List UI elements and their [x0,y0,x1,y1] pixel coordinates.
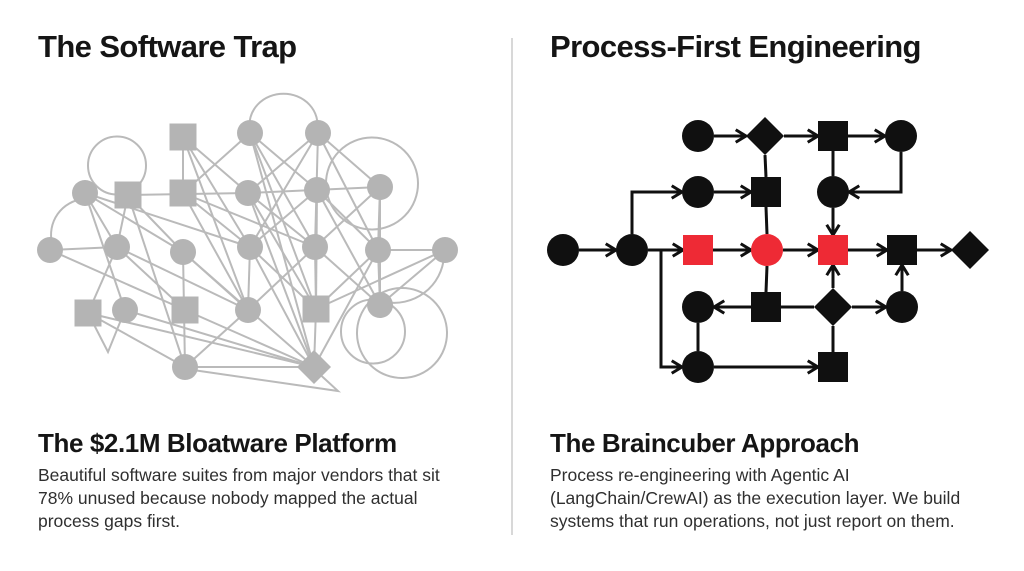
diamond-node [297,350,331,384]
left-panel-body: Beautiful software suites from major ven… [38,465,440,531]
edge [182,136,249,311]
circle-node [616,234,648,266]
circle-node [235,180,261,206]
circle-node [37,237,63,263]
edge [87,312,186,368]
circle-node-highlight [751,234,783,266]
edge [182,192,316,248]
circle-node [237,120,263,146]
left-panel-title: The Software Trap [38,29,297,64]
edge [317,132,381,188]
edge [379,249,446,306]
square-node [751,292,781,322]
circle-node [365,237,391,263]
circle-node [682,176,714,208]
right-panel-title: Process-First Engineering [550,29,921,64]
curved-edge [50,198,84,244]
arrow-edge [846,152,903,200]
circle-node [112,297,138,323]
edge [249,189,318,248]
square-node [887,235,917,265]
circle-node [304,177,330,203]
circle-node [367,292,393,318]
circle-node [302,234,328,260]
circle-node [172,354,198,380]
edge [764,206,769,235]
circle-node [235,297,261,323]
circle-node [885,120,917,152]
edge [317,132,379,251]
square-node [751,177,781,207]
square-node [818,352,848,382]
curved-edge [185,368,342,393]
arrow-edge [630,184,685,234]
edge [316,189,381,306]
square-node [74,299,102,327]
circle-node [682,291,714,323]
edge [247,246,316,311]
edge [84,192,184,253]
diamond-node [951,231,989,269]
curved-edge [355,287,449,379]
left-panel-subtitle: The $2.1M Bloatware Platform [38,428,397,458]
edge [764,265,769,293]
circle-node [104,234,130,260]
edge [316,189,379,251]
square-node-highlight [818,235,848,265]
circle-node [817,176,849,208]
circle-node [432,237,458,263]
edge [184,309,249,368]
circle-node [237,234,263,260]
edge [49,249,186,311]
right-panel-body: Process re-engineering with Agentic AI (… [550,465,961,531]
curved-edge [248,92,319,131]
circle-node [682,351,714,383]
square-node [169,123,197,151]
tangled-network-diagram [37,92,458,393]
square-node [302,295,330,323]
edge [249,132,316,248]
circle-node [682,120,714,152]
circle-node [367,174,393,200]
diamond-node [746,117,784,155]
circle-node [72,180,98,206]
edge [314,186,381,248]
edge [127,194,186,368]
circle-node [170,239,196,265]
square-node [818,121,848,151]
square-node [171,296,199,324]
square-node [114,181,142,209]
diamond-node [814,288,852,326]
edge [84,192,251,248]
curved-edge [384,256,445,304]
edge [763,154,768,178]
edge [182,136,251,248]
edge [182,192,249,311]
panel-divider [511,38,513,535]
circle-node [547,234,579,266]
square-node-highlight [683,235,713,265]
square-node [169,179,197,207]
arrow-edge [659,250,685,375]
edge [247,192,317,310]
edge [184,309,315,368]
process-flow-diagram [547,117,989,383]
right-panel-subtitle: The Braincuber Approach [550,428,860,458]
edge [249,246,315,368]
edge [315,249,446,310]
circle-node [886,291,918,323]
edge [247,132,319,194]
edge [313,249,379,368]
edge [314,246,381,306]
circle-node [305,120,331,146]
edge [124,309,315,368]
